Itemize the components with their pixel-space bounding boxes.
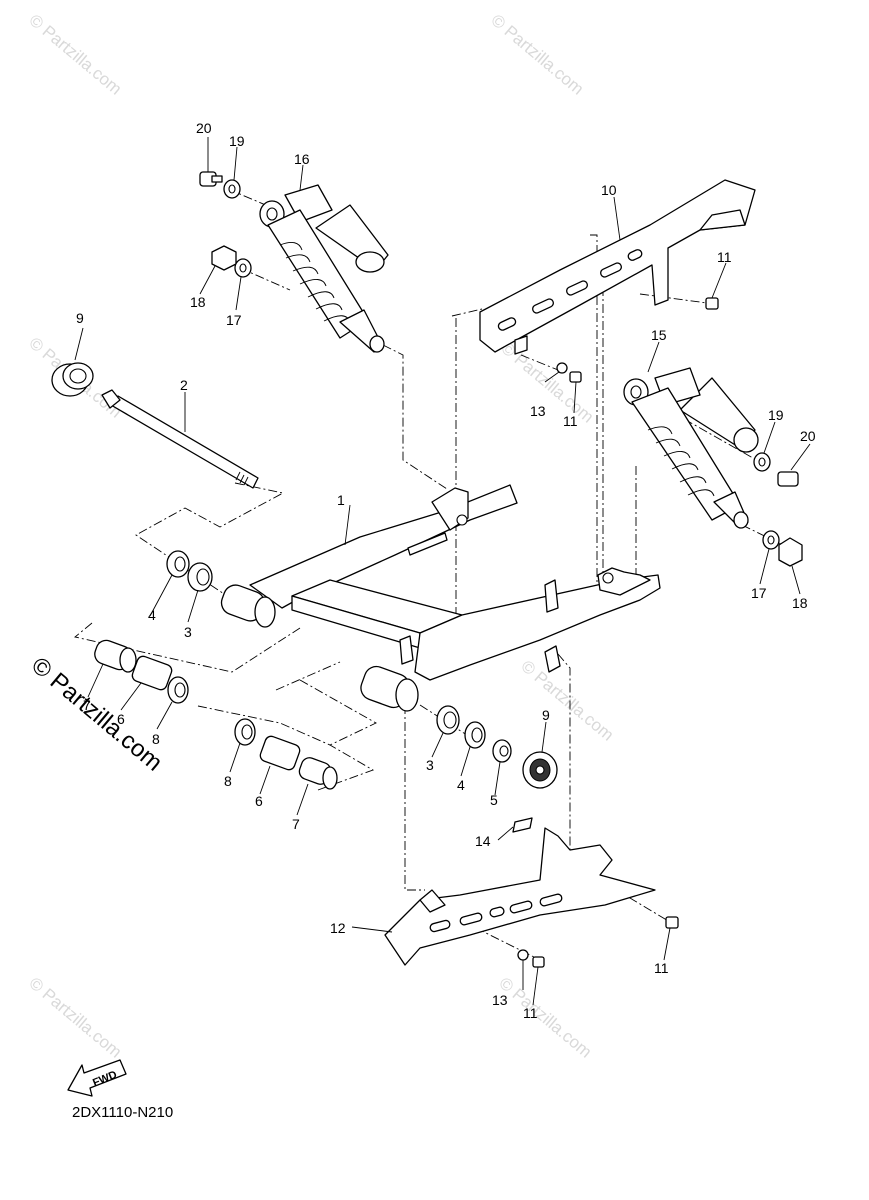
callout-15: 15 — [651, 327, 667, 343]
callout-7: 7 — [83, 697, 91, 713]
callout-18: 18 — [190, 294, 206, 310]
watermark: © Partzilla.com — [25, 11, 125, 99]
watermark: © Partzilla.com — [25, 974, 125, 1062]
callout-16: 16 — [294, 151, 310, 167]
leader-lines — [74, 137, 811, 1006]
watermark: © Partzilla.com — [497, 339, 597, 427]
callout-4: 4 — [457, 777, 465, 793]
callout-11: 11 — [654, 960, 669, 976]
callout-17: 17 — [751, 585, 767, 601]
chain-guard-lower — [384, 817, 656, 966]
watermark: © Partzilla.com — [487, 11, 587, 99]
callout-5: 5 — [490, 792, 498, 808]
fwd-arrow-icon: FWD — [67, 1059, 127, 1097]
callout-9: 9 — [76, 310, 84, 326]
callout-labels: 1 2 3 3 4 4 5 6 6 7 7 8 8 9 9 10 11 11 1… — [76, 120, 816, 1021]
callout-19: 19 — [229, 133, 245, 149]
callout-12: 12 — [330, 920, 346, 936]
rear-shock-left — [259, 184, 389, 353]
callout-9: 9 — [542, 707, 550, 723]
callout-8: 8 — [152, 731, 160, 747]
rear-arm — [249, 484, 661, 681]
callout-1: 1 — [337, 492, 345, 508]
diagram-code: 2DX1110-N210 — [72, 1104, 173, 1121]
callout-6: 6 — [117, 711, 125, 727]
callout-13: 13 — [530, 403, 546, 419]
callout-17: 17 — [226, 312, 242, 328]
fasteners — [517, 297, 719, 968]
pivot-shaft — [101, 389, 259, 489]
left-bearing-set — [94, 550, 338, 790]
callout-3: 3 — [184, 624, 192, 640]
watermark: © Partzilla.com — [517, 657, 617, 745]
callout-20: 20 — [196, 120, 212, 136]
callout-11: 11 — [717, 249, 732, 265]
assembly-lines — [74, 188, 788, 961]
callout-4: 4 — [148, 607, 156, 623]
shock-hardware — [199, 171, 803, 567]
callout-8: 8 — [224, 773, 232, 789]
callout-11: 11 — [563, 413, 578, 429]
pivot-nut-left — [51, 362, 94, 397]
right-bearing-set — [360, 665, 558, 789]
callout-18: 18 — [792, 595, 808, 611]
callout-3: 3 — [426, 757, 434, 773]
callout-14: 14 — [475, 833, 491, 849]
callout-13: 13 — [492, 992, 508, 1008]
callout-19: 19 — [768, 407, 784, 423]
callout-6: 6 — [255, 793, 263, 809]
chain-guard-upper — [479, 179, 756, 355]
callout-7: 7 — [292, 816, 300, 832]
callout-10: 10 — [601, 182, 617, 198]
callout-2: 2 — [180, 377, 188, 393]
rear-shock-right — [623, 367, 759, 529]
watermark: © Partzilla.com — [495, 974, 595, 1062]
callout-11: 11 — [523, 1005, 538, 1021]
callout-20: 20 — [800, 428, 816, 444]
